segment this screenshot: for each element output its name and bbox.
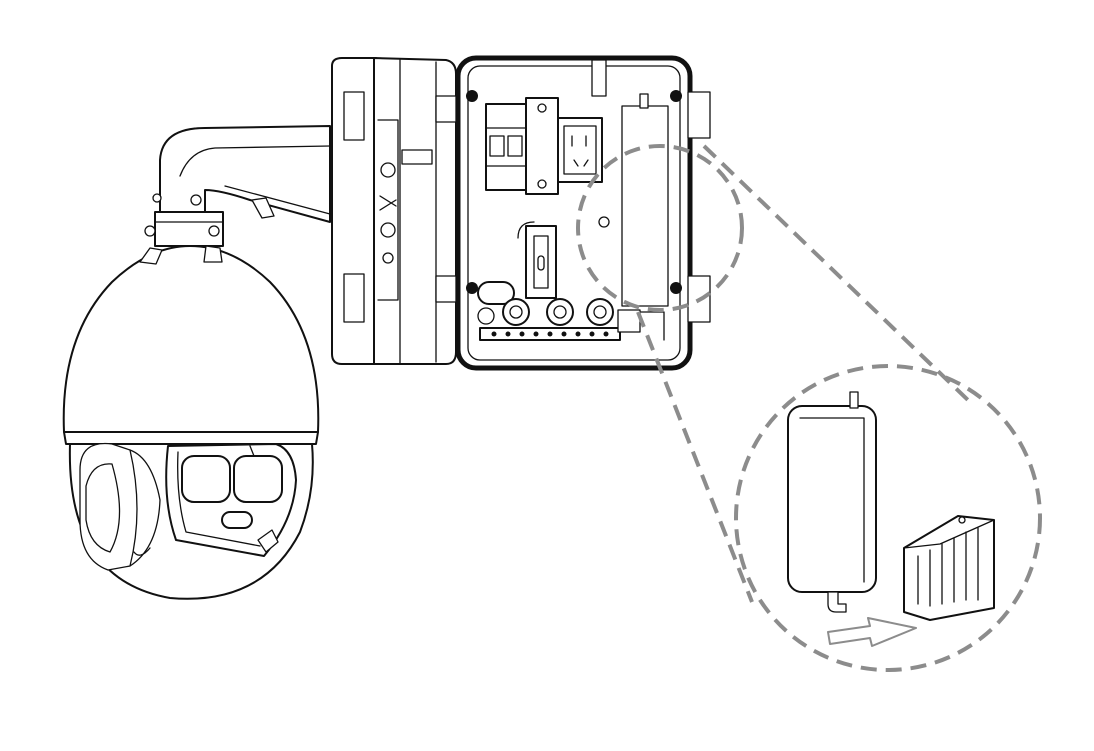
zoom-callout — [576, 144, 1042, 672]
wall-mount-arm — [152, 125, 331, 223]
zoom-detail — [787, 391, 995, 647]
speed-dome-camera — [62, 211, 320, 600]
din-rail — [517, 221, 557, 299]
power-socket — [557, 117, 603, 183]
circuit-breaker — [485, 103, 527, 191]
cable-glands — [477, 298, 614, 326]
terminal-strip — [479, 327, 621, 341]
adapter-bracket — [903, 515, 995, 621]
arrow-icon — [827, 617, 917, 647]
junction-box-open — [455, 55, 711, 371]
junction-box-lid — [331, 57, 457, 365]
power-adapter — [787, 391, 877, 613]
